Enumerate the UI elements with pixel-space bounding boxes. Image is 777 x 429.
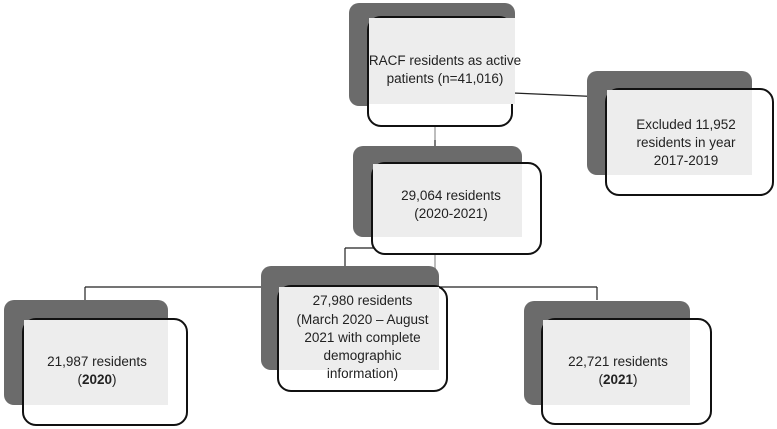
period-fill [373,164,522,237]
period-line-1: 29,064 residents [401,187,501,203]
year-2020-line-1: 21,987 residents [47,353,147,369]
excluded-fill [607,90,752,175]
year-2021-open-paren: ( [598,372,603,387]
period-line-2: (2020-2021) [414,206,488,221]
year-2021-line-2: (2021) [598,371,637,389]
period-text: 29,064 residents (2020-2021) [371,180,531,230]
excluded-line-1: Excluded 11,952 [636,116,736,132]
year-2020-label: 2020 [81,372,113,387]
complete-info-line-3: 2021 with complete [304,329,421,345]
excluded-line-2: residents in year [636,134,736,150]
active-patients-text: RACF residents as active patients (n=41,… [367,40,523,100]
year-2020-close-paren: ) [112,372,117,387]
active-patients-fill [369,18,515,104]
excluded-text: Excluded 11,952 residents in year 2017-2… [605,110,767,176]
year-2020-text: 21,987 residents (2020) [22,346,172,396]
year-2021-text: 22,721 residents (2021) [541,346,695,396]
year-2021-fill [543,320,690,405]
excluded-line-3: 2017-2019 [653,153,719,169]
complete-info-line-1: 27,980 residents [312,293,413,309]
year-2021-close-paren: ) [633,372,638,387]
year-2021-label: 2021 [602,372,634,387]
complete-info-text: 27,980 residents (March 2020 – August 20… [277,288,448,388]
active-patients-line-2: patients (n=41,016) [386,71,504,86]
year-2021-line-1: 22,721 residents [568,353,668,369]
year-2020-line-2: (2020) [77,371,116,389]
complete-info-line-5: information) [326,366,399,382]
year-2020-open-paren: ( [77,372,82,387]
year-2020-fill [24,320,168,405]
complete-info-line-2: (March 2020 – August [296,311,429,327]
complete-info-line-4: demographic [323,348,402,364]
complete-info-fill [279,287,439,370]
active-patients-line-1: RACF residents as active [368,52,522,68]
